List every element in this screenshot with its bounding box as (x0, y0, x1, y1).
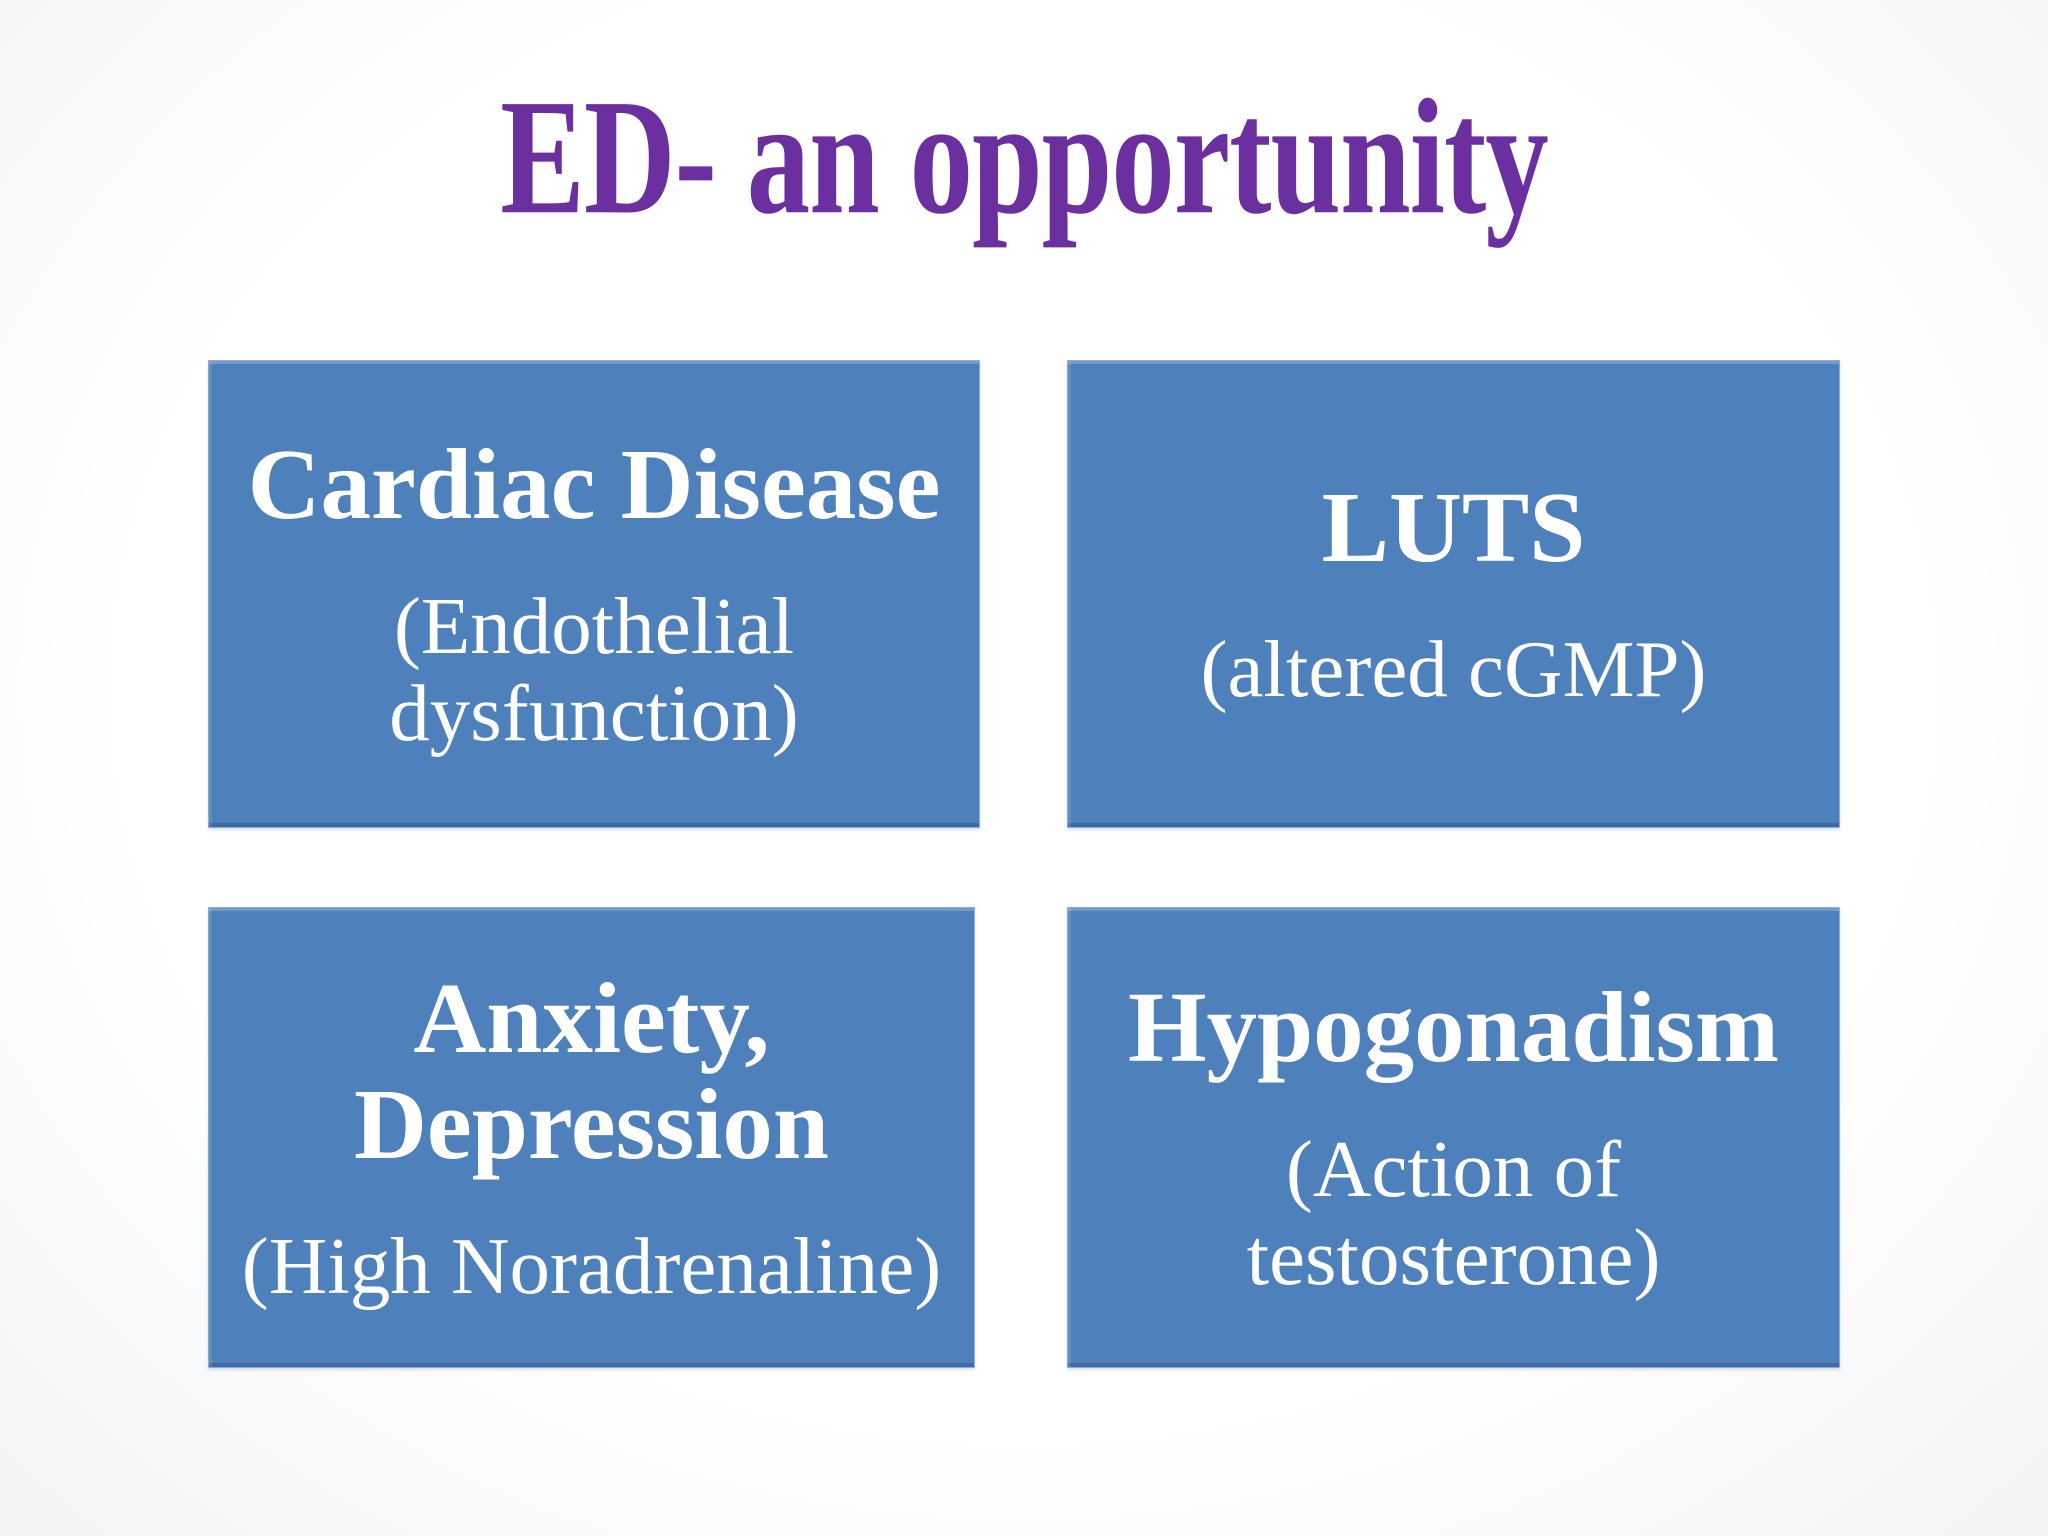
box-anxiety-depression: Anxiety, Depression (High Noradrenaline) (208, 907, 975, 1368)
box-luts: LUTS (altered cGMP) (1067, 360, 1840, 828)
subtext-line: (altered cGMP) (1200, 624, 1707, 715)
box-subtext: (Endothelial dysfunction) (389, 580, 799, 759)
box-heading: Hypogonadism (1128, 974, 1779, 1080)
subtext-line: (Endothelial (393, 580, 795, 671)
heading-line: LUTS (1321, 471, 1586, 584)
box-subtext: (altered cGMP) (1200, 624, 1707, 715)
heading-line: Anxiety, (413, 961, 770, 1074)
box-heading: Cardiac Disease (247, 427, 941, 540)
box-subtext: (High Noradrenaline) (241, 1220, 942, 1311)
slide-title: ED- an opportunity (500, 66, 1549, 249)
box-cardiac-disease: Cardiac Disease (Endothelial dysfunction… (208, 360, 980, 828)
box-heading: Anxiety, Depression (354, 965, 829, 1177)
box-heading: LUTS (1322, 474, 1586, 580)
heading-line: Hypogonadism (1127, 971, 1780, 1083)
subtext-line: (High Noradrenaline) (241, 1220, 942, 1311)
box-subtext: (Action of testosterone) (1246, 1124, 1661, 1302)
subtext-line: dysfunction) (389, 668, 799, 759)
box-hypogonadism: Hypogonadism (Action of testosterone) (1067, 907, 1840, 1368)
heading-line: Depression (353, 1067, 830, 1180)
heading-line: Cardiac Disease (247, 427, 941, 540)
subtext-line: (Action of (1285, 1124, 1622, 1215)
subtext-line: testosterone) (1246, 1211, 1661, 1302)
